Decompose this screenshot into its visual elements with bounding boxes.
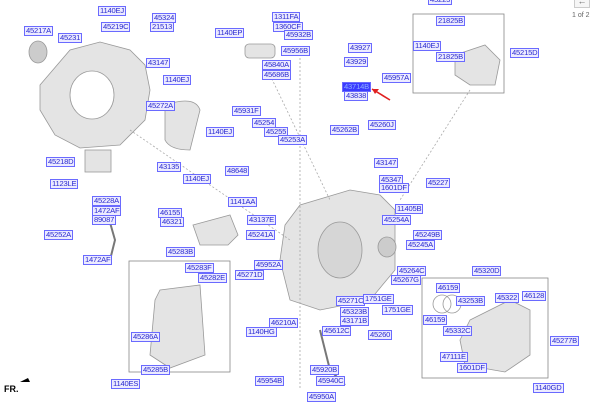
part-label[interactable]: 43137E [247,215,276,225]
part-label[interactable]: 45271D [235,270,265,280]
part-label[interactable]: 45231 [58,33,83,43]
part-label[interactable]: 45219C [101,22,131,32]
part-label[interactable]: 1140EJ [183,174,211,184]
part-label[interactable]: 45254A [382,215,411,225]
part-label[interactable]: 1751GE [363,294,394,304]
part-label[interactable]: 45260 [368,330,393,340]
part-label[interactable]: 1140EJ [413,41,441,51]
part-label[interactable]: 47111E [440,352,468,362]
part-label[interactable]: 45320D [472,266,502,276]
part-label[interactable]: 1140ES [111,379,141,389]
part-label[interactable]: 43927 [348,43,373,53]
part-label[interactable]: 45227 [426,178,451,188]
part-label[interactable]: 45272A [146,101,175,111]
part-label[interactable]: 48648 [225,166,250,176]
part-label[interactable]: 45956B [281,46,310,56]
part-label[interactable]: 1140GD [533,383,564,393]
part-label[interactable]: 46128 [522,291,547,301]
part-label[interactable]: 1140EJ [163,75,191,85]
part-label[interactable]: 45332C [443,326,473,336]
assembly-box-45320D [421,277,549,379]
part-label[interactable]: 45245A [406,240,435,250]
part-label[interactable]: 45283F [185,263,214,273]
part-label[interactable]: 43929 [344,57,369,67]
page-indicator: 1 of 2 [572,12,590,19]
part-label[interactable]: 45282E [198,273,227,283]
part-label[interactable]: 45253A [278,135,307,145]
part-label[interactable]: 45952A [254,260,283,270]
mount-bracket [454,44,501,86]
part-label[interactable]: 43147 [146,58,171,68]
part-label[interactable]: 21825B [436,16,465,26]
part-label[interactable]: 1311FA [272,12,301,22]
part-label[interactable]: 45286A [131,332,160,342]
part-label[interactable]: 45252A [44,230,73,240]
partial-label-45225[interactable]: 45225 [428,0,453,5]
part-label[interactable]: 1140EJ [98,6,126,16]
part-label[interactable]: 45322 [495,293,520,303]
part-label[interactable]: 45215D [510,48,540,58]
part-label[interactable]: 45255 [264,127,289,137]
oil-seal [28,40,48,64]
baffle-plate [164,100,201,151]
part-label[interactable]: 45950A [307,392,336,402]
part-label[interactable]: 45612C [322,326,352,336]
part-label[interactable]: 46321 [160,217,185,227]
part-label[interactable]: 45954B [255,376,284,386]
part-label[interactable]: 43147 [374,158,399,168]
part-label[interactable]: 21513 [150,22,175,32]
part-label[interactable]: 45957A [382,73,411,83]
part-label[interactable]: 45228A [92,196,121,206]
part-label[interactable]: 46210A [269,318,298,328]
part-label[interactable]: 45267G [391,275,421,285]
actuator-motor [244,43,276,59]
part-label[interactable]: 45285B [141,365,170,375]
part-label[interactable]: 45931F [232,106,261,116]
part-label[interactable]: 45940C [316,376,346,386]
part-label[interactable]: 1123LE [50,179,79,189]
part-label[interactable]: 45271C [336,296,366,306]
assembly-box-45283B [128,260,231,373]
oil-filter [192,214,239,246]
part-label[interactable]: 45262B [330,125,359,135]
part-label[interactable]: 45283B [166,247,195,257]
part-label[interactable]: 45241A [246,230,275,240]
oil-pan [149,284,206,369]
part-label[interactable]: 45920B [310,365,339,375]
part-label[interactable]: 45686B [262,70,291,80]
part-label[interactable]: 21825B [436,52,465,62]
front-marker: FR. [4,384,19,394]
assembly-box-45215D [412,13,505,94]
part-label[interactable]: 45932B [284,30,313,40]
part-label[interactable]: 45217A [24,26,53,36]
part-label[interactable]: 45218D [46,157,76,167]
part-label[interactable]: 1141AA [228,197,258,207]
part-label[interactable]: 43838 [344,91,369,101]
arrow-left-icon[interactable]: ← [574,0,590,8]
bracket [84,149,112,173]
part-label[interactable]: 89087 [92,215,117,225]
part-label[interactable]: 43135 [157,162,182,172]
rear-cover [459,299,531,373]
part-label[interactable]: 1751GE [382,305,413,315]
part-label[interactable]: 1472AF [83,255,113,265]
part-label[interactable]: 46159 [436,283,461,293]
part-label[interactable]: 1601DF [457,363,487,373]
part-label[interactable]: 45840A [262,60,291,70]
part-label[interactable]: 1140HG [246,327,277,337]
part-label[interactable]: 1140EJ [206,127,234,137]
part-label[interactable]: 11405B [395,204,424,214]
front-arrow-icon [20,378,30,382]
part-label[interactable]: 43253B [456,296,485,306]
part-label[interactable]: 45260J [368,120,396,130]
part-label[interactable]: 1140EP [215,28,245,38]
part-label[interactable]: 46159 [423,315,448,325]
part-label[interactable]: 45249B [413,230,442,240]
arrow-head-icon [372,89,379,94]
part-label[interactable]: 1601DF [379,183,409,193]
part-label[interactable]: 45277B [550,336,579,346]
part-label[interactable]: 43171B [340,316,369,326]
